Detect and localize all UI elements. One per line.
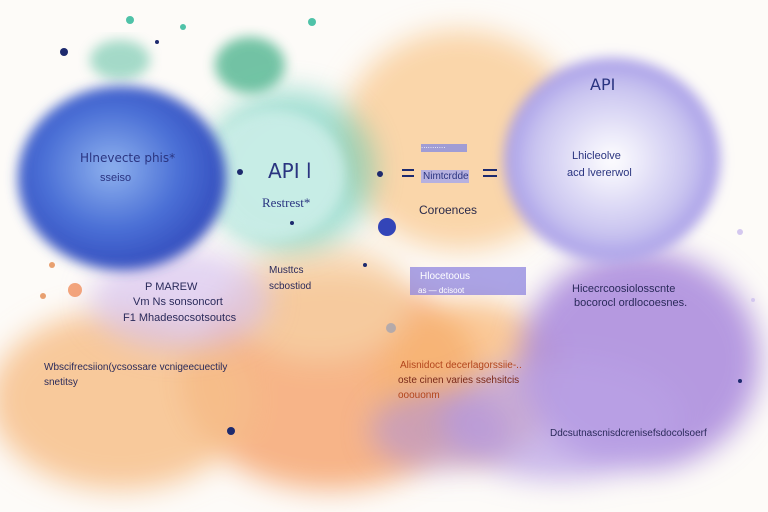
- teal-api-label: API l: [268, 159, 312, 183]
- connector-lines: [402, 169, 497, 177]
- right-circle-line3: acd lvererwol: [567, 167, 632, 179]
- lower-center-line1: Alisnidoct decerlagorssiie-..: [400, 360, 522, 371]
- center-mid-line1: Musttcs: [269, 265, 304, 276]
- left-mid-line1: P MAREW: [145, 281, 198, 293]
- center-subtitle: Coroences: [419, 203, 478, 217]
- center-mid-line2: scbostiod: [269, 281, 312, 292]
- paint-splatters: [40, 16, 755, 435]
- lower-center-line2: oste cinen varies ssehsitcis: [398, 375, 520, 386]
- teal-subtitle: Restrest*: [262, 195, 311, 210]
- teal-blob: [90, 37, 375, 250]
- center-tag-label: Nimtcrdde: [423, 171, 469, 182]
- right-mid-line1: Hicecrcoosiolosscnte: [572, 283, 676, 295]
- right-api-label: API: [590, 75, 616, 94]
- right-mid-line2: bocorocl ordlocoesnes.: [574, 297, 688, 309]
- left-circle-title: Hlnevecte phis*: [80, 151, 176, 165]
- purple-wash: [90, 250, 760, 480]
- right-circle-line2: Lhicleolve: [572, 150, 621, 162]
- small-tag: [421, 144, 467, 152]
- lower-left-line1: Wbscifrecsiion(ycsossare vcnigeecuectily: [44, 362, 228, 373]
- left-mid-line3: F1 Mhadesocsotsoutcs: [123, 312, 237, 324]
- lower-center-line3: ooouonm: [398, 390, 440, 401]
- center-box: [410, 267, 526, 295]
- center-box-line1: Hlocetoous: [420, 271, 471, 282]
- left-circle-subtitle: sseiso: [100, 172, 132, 184]
- center-tag: [421, 170, 469, 183]
- center-small-tag-label: ...........: [421, 141, 446, 150]
- bottom-right-line: Ddcsutnascnisdcrenisefsdocolsoerf: [550, 428, 707, 439]
- purple-circle: [504, 58, 720, 262]
- left-mid-line2: Vm Ns sonsoncort: [133, 296, 223, 308]
- lower-left-line2: snetitsy: [44, 377, 78, 388]
- center-box-line2: as — dcisoot: [418, 286, 465, 295]
- blue-circle: [18, 86, 226, 270]
